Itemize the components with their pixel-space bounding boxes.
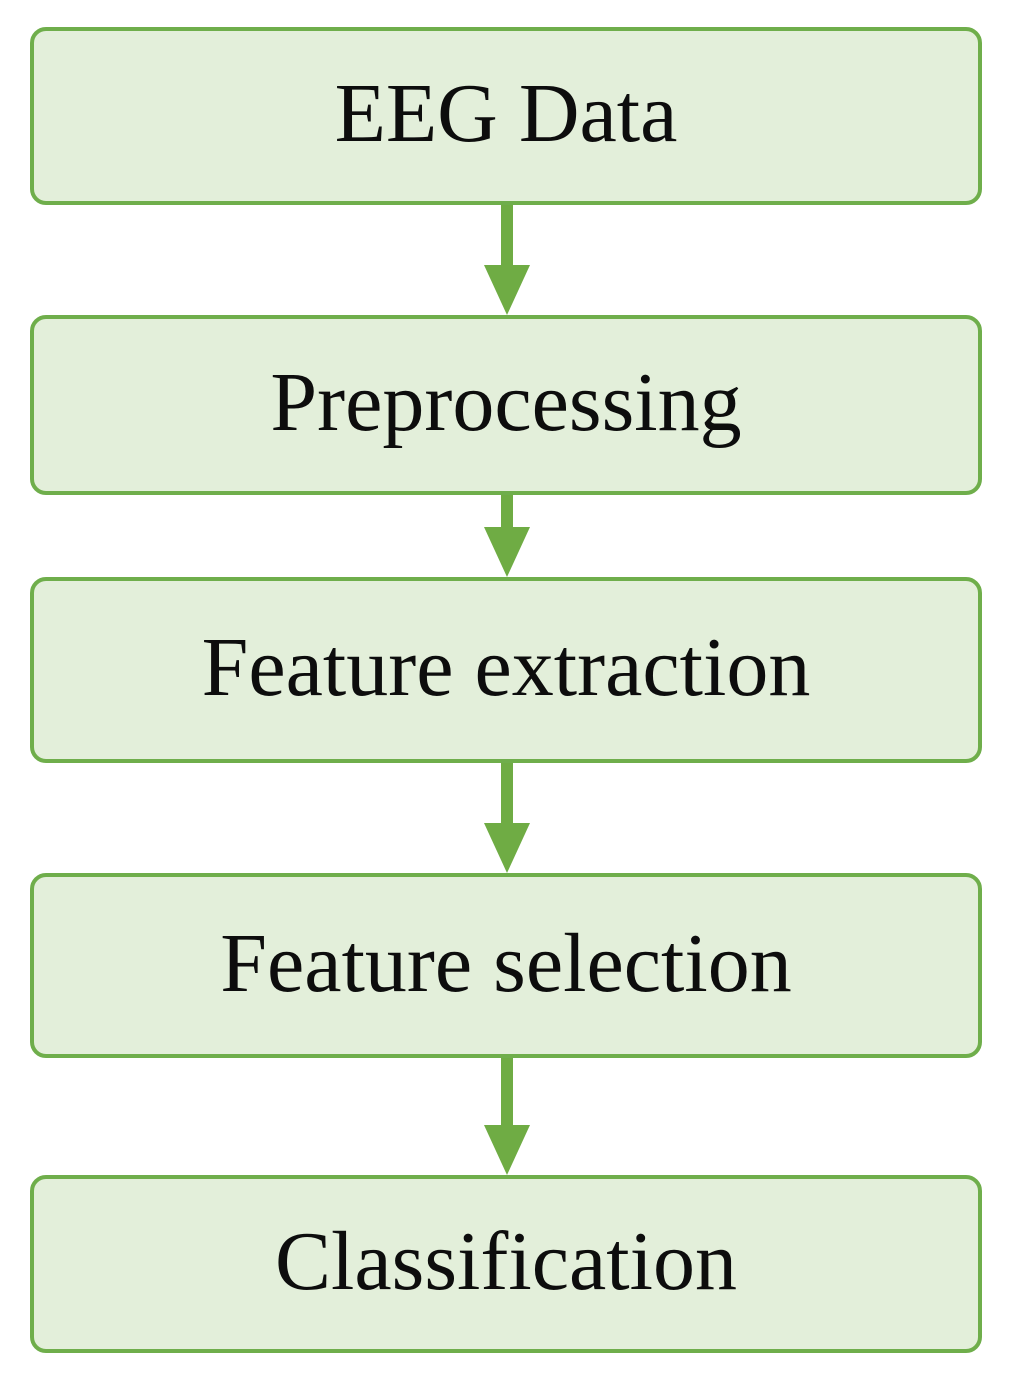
node-preprocessing-label: Preprocessing [270, 356, 742, 449]
node-feature-extraction: Feature extraction [30, 577, 982, 763]
node-classification: Classification [30, 1175, 982, 1353]
node-feature-extraction-label: Feature extraction [201, 621, 811, 714]
arrow-down-icon [484, 763, 530, 873]
node-classification-label: Classification [275, 1215, 737, 1308]
node-preprocessing: Preprocessing [30, 315, 982, 495]
node-feature-selection-label: Feature selection [220, 916, 792, 1010]
arrow-down-icon [484, 1058, 530, 1175]
node-eeg-data-label: EEG Data [334, 67, 678, 160]
node-feature-selection: Feature selection [30, 873, 982, 1058]
arrow-down-icon [484, 495, 530, 577]
arrow-down-icon [484, 205, 530, 315]
node-eeg-data: EEG Data [30, 27, 982, 205]
